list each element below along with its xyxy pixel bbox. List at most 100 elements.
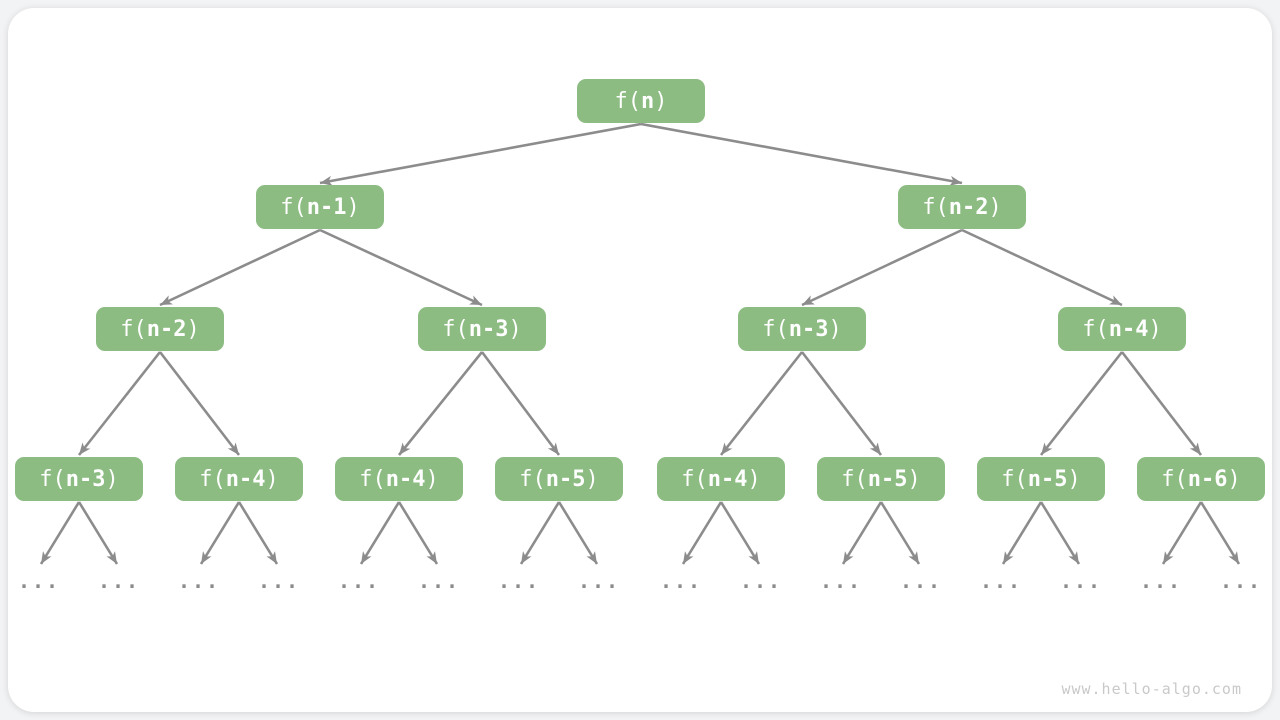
tree-edge-arrow: [1039, 501, 1081, 565]
node-label-arg: n-5: [1027, 466, 1068, 492]
tree-node: f(n-2): [96, 307, 224, 351]
tree-edge-arrow: [841, 501, 883, 565]
tree-node: f(n-4): [335, 457, 463, 501]
tree-node: f(n-4): [175, 457, 303, 501]
node-label-prefix: f(: [280, 194, 307, 220]
ellipsis: ...: [1219, 569, 1263, 593]
node-label-arg: n-6: [1187, 466, 1228, 492]
node-label-suffix: ): [1227, 466, 1241, 492]
watermark: www.hello-algo.com: [1061, 680, 1242, 698]
tree-edge-arrow: [519, 501, 561, 565]
tree-node: f(n-5): [977, 457, 1105, 501]
node-label-suffix: ): [425, 466, 439, 492]
tree-node: f(n-2): [898, 185, 1026, 229]
node-label-arg: n-3: [65, 466, 106, 492]
node-label-arg: n-2: [948, 194, 989, 220]
ellipsis: ...: [257, 569, 301, 593]
node-label-suffix: ): [585, 466, 599, 492]
tree-node: f(n-4): [1058, 307, 1186, 351]
node-label-arg: n-4: [385, 466, 426, 492]
ellipsis: ...: [1059, 569, 1103, 593]
tree-edge-arrow: [961, 228, 1123, 307]
tree-edge-arrow: [159, 228, 321, 307]
node-label-suffix: ): [186, 316, 200, 342]
tree-edge-arrow: [681, 501, 723, 565]
ellipsis: ...: [97, 569, 141, 593]
tree-edge-arrow: [397, 351, 484, 456]
node-label-arg: n-3: [468, 316, 509, 342]
node-label-prefix: f(: [1161, 466, 1188, 492]
tree-edge-arrow: [158, 351, 241, 456]
node-label-prefix: f(: [519, 466, 546, 492]
node-label-prefix: f(: [442, 316, 469, 342]
node-label-suffix: ): [828, 316, 842, 342]
node-label-arg: n-1: [306, 194, 347, 220]
node-label-arg: n-4: [707, 466, 748, 492]
tree-edge-arrow: [480, 351, 561, 456]
node-label-arg: n-3: [788, 316, 829, 342]
tree-node: f(n-4): [657, 457, 785, 501]
node-label-arg: n-5: [867, 466, 908, 492]
ellipsis: ...: [1139, 569, 1183, 593]
tree-edge-arrow: [397, 501, 439, 565]
tree-edge-arrow: [801, 228, 963, 307]
node-label-prefix: f(: [841, 466, 868, 492]
ellipsis: ...: [739, 569, 783, 593]
tree-node: f(n-5): [495, 457, 623, 501]
node-label-prefix: f(: [762, 316, 789, 342]
tree-edge-arrow: [557, 501, 599, 565]
node-label-prefix: f(: [614, 88, 642, 114]
tree-edge-arrow: [1120, 351, 1203, 456]
node-label-prefix: f(: [39, 466, 66, 492]
tree-node: f(n-3): [15, 457, 143, 501]
node-label-suffix: ): [988, 194, 1002, 220]
tree-node: f(n-3): [738, 307, 866, 351]
tree-edge-arrow: [237, 501, 279, 565]
tree-edge-arrow: [1199, 501, 1241, 565]
node-label-arg: n-5: [545, 466, 586, 492]
node-label-suffix: ): [346, 194, 360, 220]
ellipsis: ...: [979, 569, 1023, 593]
tree-edge-arrow: [77, 351, 162, 456]
tree-edge-arrow: [1001, 501, 1043, 565]
tree-edge-arrow: [359, 501, 401, 565]
node-label-suffix: ): [265, 466, 279, 492]
node-label-prefix: f(: [359, 466, 386, 492]
node-label-suffix: ): [1067, 466, 1081, 492]
tree-node: f(n-5): [817, 457, 945, 501]
ellipsis: ...: [497, 569, 541, 593]
ellipsis: ...: [577, 569, 621, 593]
tree-node: f(n-6): [1137, 457, 1265, 501]
tree-edge-arrow: [719, 501, 761, 565]
node-label-suffix: ): [654, 88, 668, 114]
tree-edge-arrow: [1039, 351, 1124, 456]
node-label-prefix: f(: [1001, 466, 1028, 492]
ellipsis: ...: [17, 569, 61, 593]
ellipsis: ...: [899, 569, 943, 593]
node-label-prefix: f(: [922, 194, 949, 220]
tree-edge-arrow: [319, 122, 642, 186]
node-label-prefix: f(: [1082, 316, 1109, 342]
node-label-arg: n-4: [225, 466, 266, 492]
node-label-arg: n-4: [1108, 316, 1149, 342]
node-label-suffix: ): [907, 466, 921, 492]
tree-node: f(n-3): [418, 307, 546, 351]
tree-edge-arrow: [879, 501, 921, 565]
node-label-prefix: f(: [120, 316, 147, 342]
node-label-arg: n-2: [146, 316, 187, 342]
tree-edge-arrow: [640, 122, 963, 186]
node-label-suffix: ): [508, 316, 522, 342]
tree-edge-arrow: [719, 351, 804, 456]
node-label-prefix: f(: [681, 466, 708, 492]
node-label-suffix: ): [1148, 316, 1162, 342]
node-label-suffix: ): [747, 466, 761, 492]
tree-edge-arrow: [1161, 501, 1203, 565]
tree-edge-arrow: [39, 501, 81, 565]
node-label-suffix: ): [105, 466, 119, 492]
ellipsis: ...: [417, 569, 461, 593]
ellipsis: ...: [337, 569, 381, 593]
tree-edge-arrow: [319, 228, 483, 307]
tree-edge-arrow: [800, 351, 883, 456]
